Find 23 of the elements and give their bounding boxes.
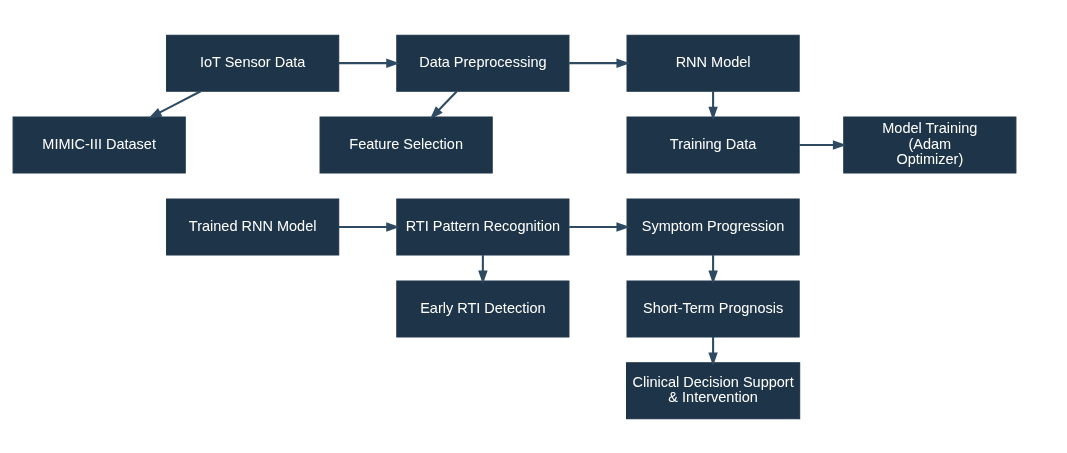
node-box: RTI Pattern Recognition	[396, 198, 570, 255]
arrow	[708, 254, 718, 284]
node-box: Symptom Progression	[626, 198, 800, 255]
node-box: Model Training (Adam Optimizer)	[843, 116, 1017, 174]
arrow	[478, 254, 488, 284]
node-box: Data Preprocessing	[396, 34, 570, 92]
node-box: RNN Model	[626, 34, 800, 92]
arrow	[339, 221, 400, 232]
node-box: IoT Sensor Data	[166, 34, 340, 92]
arrow	[708, 90, 718, 120]
node-box: Training Data	[626, 116, 800, 174]
node-box: Feature Selection	[319, 116, 493, 174]
arrow	[569, 221, 630, 232]
node-box: Early RTI Detection	[396, 279, 570, 337]
arrow	[569, 57, 630, 68]
node-box: Short-Term Prognosis	[626, 279, 800, 337]
node-box: Trained RNN Model	[166, 198, 340, 255]
arrow	[429, 90, 458, 119]
arrow	[339, 57, 400, 68]
arrow	[799, 139, 847, 150]
arrow	[148, 89, 202, 118]
node-box: Clinical Decision Support & Intervention	[626, 361, 801, 419]
node-box: MIMIC-III Dataset	[12, 116, 186, 174]
